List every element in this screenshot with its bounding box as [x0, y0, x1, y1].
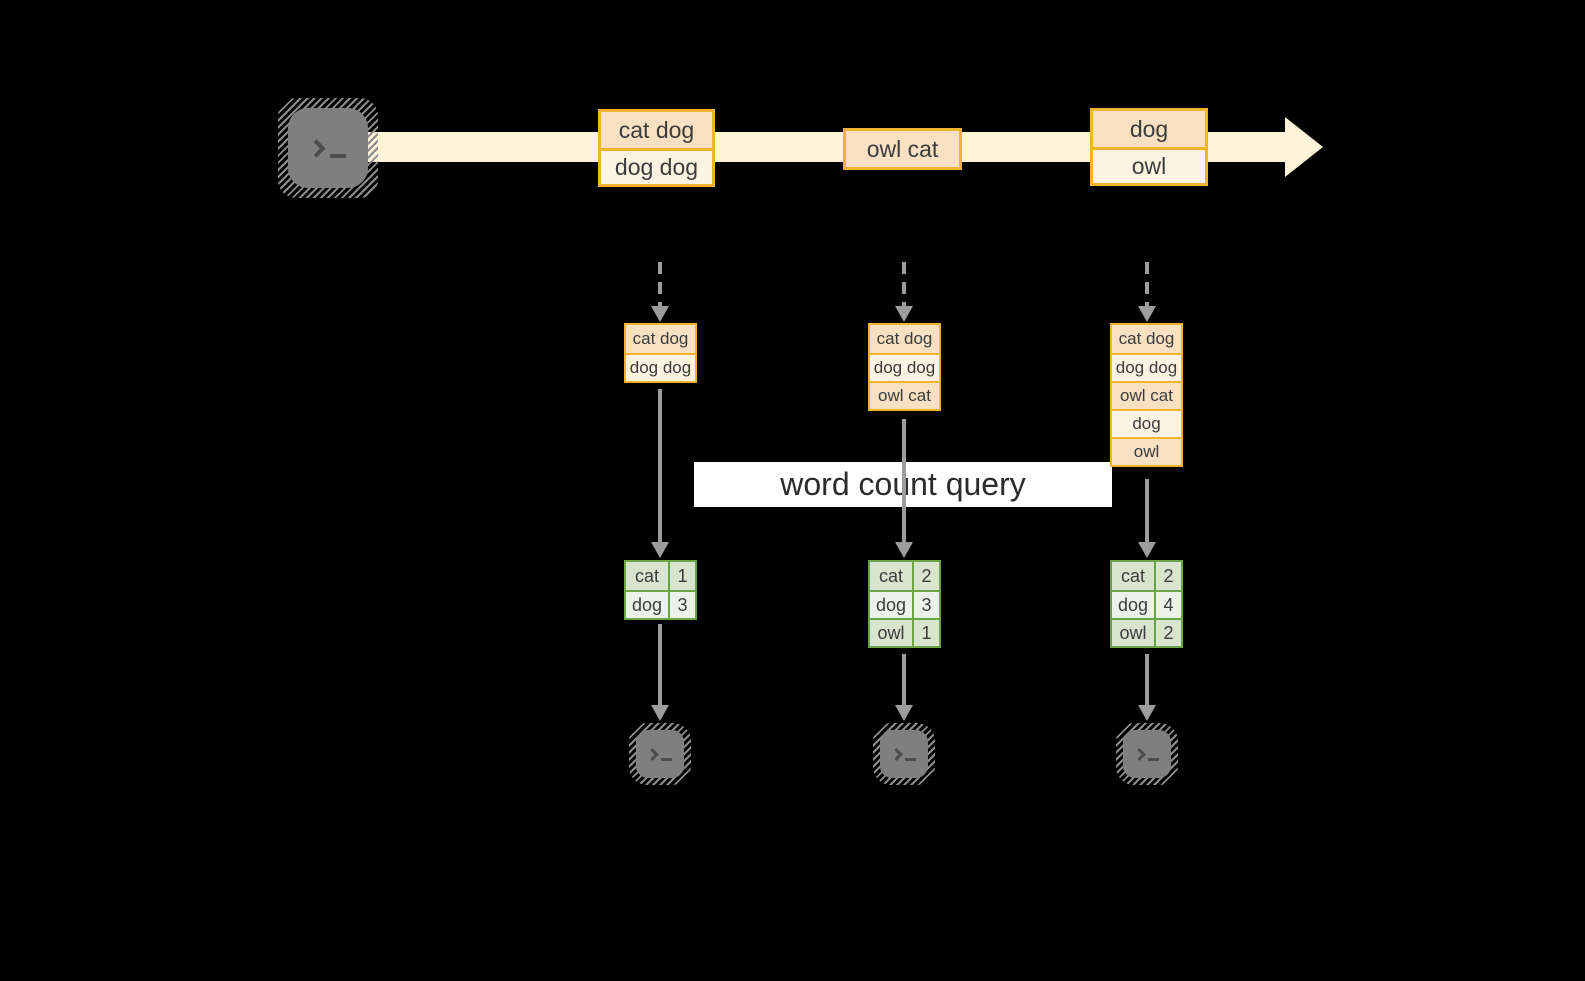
- word-count-table: cat 2 dog 3 owl 1: [868, 560, 941, 648]
- stream-record: cat dog: [1112, 325, 1181, 353]
- stream-message-line: dog dog: [601, 148, 712, 184]
- table-row: owl 1: [870, 618, 939, 646]
- underscore-icon: [905, 757, 916, 761]
- count-cell: 3: [670, 592, 695, 618]
- terminal-sink-icon: [873, 723, 935, 785]
- stream-message-line: dog: [1093, 111, 1205, 147]
- stream-record: dog: [1112, 409, 1181, 437]
- stream-record: dog dog: [870, 353, 939, 381]
- count-cell: 4: [1156, 592, 1181, 618]
- query-arrow: [658, 389, 662, 542]
- terminal-prompt-icon: [1133, 747, 1159, 761]
- underscore-icon: [1148, 757, 1159, 761]
- table-row: dog 3: [870, 590, 939, 618]
- count-cell: 2: [1156, 562, 1181, 590]
- stream-message-line: owl: [1093, 147, 1205, 183]
- chevron-right-icon: [646, 747, 659, 761]
- terminal-sink-icon: [629, 723, 691, 785]
- table-row: owl 2: [1112, 618, 1181, 646]
- stream-record: cat dog: [626, 325, 695, 353]
- sink-arrow: [902, 654, 906, 705]
- word-cell: cat: [870, 562, 914, 590]
- stream-record: cat dog: [870, 325, 939, 353]
- terminal-body: [880, 730, 928, 778]
- terminal-body: [636, 730, 684, 778]
- terminal-body: [288, 108, 368, 188]
- underscore-icon: [330, 154, 346, 158]
- word-cell: dog: [626, 592, 670, 618]
- word-cell: cat: [626, 562, 670, 590]
- word-cell: dog: [1112, 592, 1156, 618]
- terminal-prompt-icon: [890, 747, 916, 761]
- count-cell: 2: [914, 562, 939, 590]
- table-row: dog 3: [626, 590, 695, 618]
- ingest-arrowhead-icon: [1138, 306, 1156, 322]
- table-row: cat 2: [870, 562, 939, 590]
- word-count-table: cat 1 dog 3: [624, 560, 697, 620]
- stream-record: dog dog: [626, 353, 695, 381]
- count-cell: 3: [914, 592, 939, 618]
- query-arrowhead-icon: [651, 542, 669, 558]
- query-arrowhead-icon: [1138, 542, 1156, 558]
- count-cell: 2: [1156, 620, 1181, 646]
- chevron-right-icon: [890, 747, 903, 761]
- ingest-arrow: [658, 262, 662, 306]
- sink-arrow: [1145, 654, 1149, 705]
- query-arrow: [1145, 479, 1149, 542]
- stream-record: dog dog: [1112, 353, 1181, 381]
- count-cell: 1: [914, 620, 939, 646]
- terminal-body: [1123, 730, 1171, 778]
- query-arrowhead-icon: [895, 542, 913, 558]
- query-arrow: [902, 419, 906, 542]
- stream-arrowhead-icon: [1285, 117, 1323, 177]
- terminal-prompt-icon: [646, 747, 672, 761]
- terminal-sink-icon: [1116, 723, 1178, 785]
- word-count-table: cat 2 dog 4 owl 2: [1110, 560, 1183, 648]
- chevron-right-icon: [1133, 747, 1146, 761]
- terminal-prompt-icon: [307, 138, 346, 158]
- stream-message: dog owl: [1090, 108, 1208, 186]
- count-cell: 1: [670, 562, 695, 590]
- table-row: cat 1: [626, 562, 695, 590]
- stream-record: owl cat: [1112, 381, 1181, 409]
- sink-arrowhead-icon: [651, 705, 669, 721]
- word-cell: owl: [870, 620, 914, 646]
- stream-message: cat dog dog dog: [598, 109, 715, 187]
- accumulated-stream-box: cat dog dog dog owl cat: [868, 323, 941, 411]
- ingest-arrowhead-icon: [651, 306, 669, 322]
- word-cell: cat: [1112, 562, 1156, 590]
- chevron-right-icon: [307, 138, 326, 158]
- stream-record: owl: [1112, 437, 1181, 465]
- sink-arrow: [658, 624, 662, 705]
- table-row: cat 2: [1112, 562, 1181, 590]
- sink-arrowhead-icon: [1138, 705, 1156, 721]
- sink-arrowhead-icon: [895, 705, 913, 721]
- stream-record: owl cat: [870, 381, 939, 409]
- ingest-arrow: [1145, 262, 1149, 306]
- ingest-arrowhead-icon: [895, 306, 913, 322]
- stream-message: owl cat: [843, 128, 962, 170]
- word-cell: owl: [1112, 620, 1156, 646]
- stream-message-line: owl cat: [846, 131, 959, 167]
- word-cell: dog: [870, 592, 914, 618]
- ingest-arrow: [902, 262, 906, 306]
- stream-message-line: cat dog: [601, 112, 712, 148]
- accumulated-stream-box: cat dog dog dog: [624, 323, 697, 383]
- table-row: dog 4: [1112, 590, 1181, 618]
- underscore-icon: [661, 757, 672, 761]
- terminal-source-icon: [278, 98, 378, 198]
- accumulated-stream-box: cat dog dog dog owl cat dog owl: [1110, 323, 1183, 467]
